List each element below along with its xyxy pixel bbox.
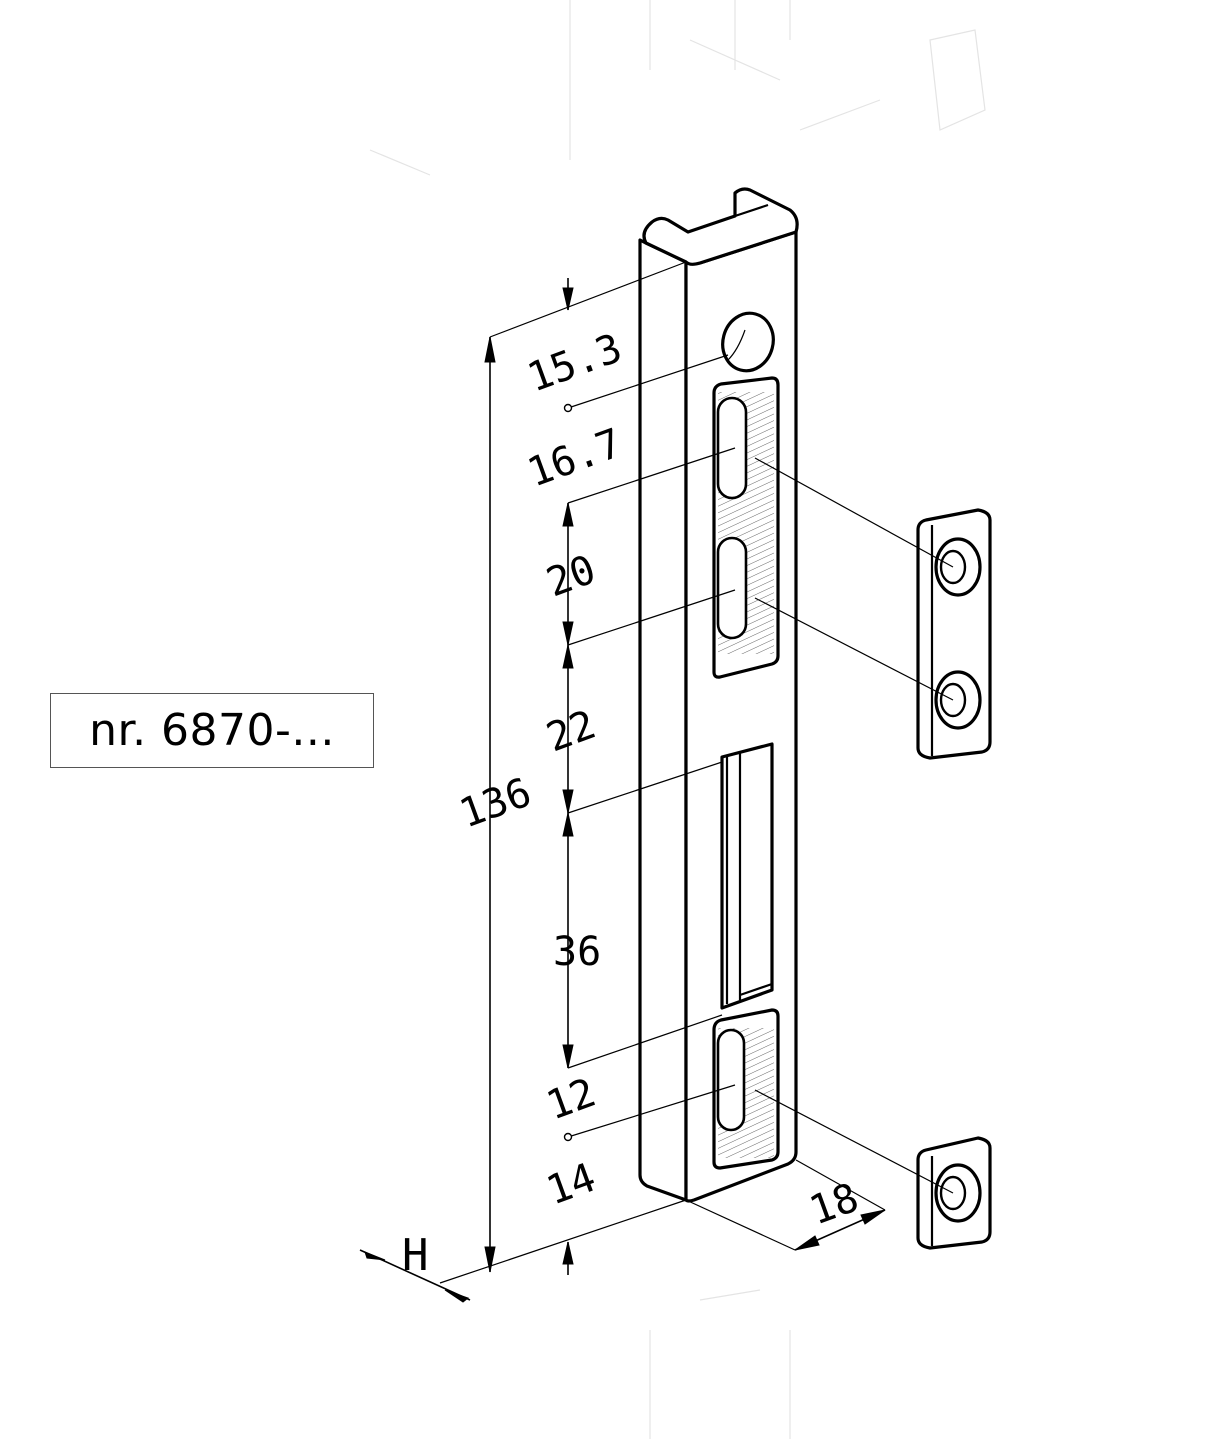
- dim-hole-to-slot: 16.7: [522, 420, 628, 496]
- dim-width: 14: [541, 1155, 602, 1215]
- dim-window-length: 36: [553, 929, 601, 975]
- single-screw-plate: [916, 1136, 992, 1250]
- lower-slot-pocket: [712, 1008, 780, 1170]
- dim-offset-h: H: [402, 1230, 429, 1281]
- dim-slot-pitch: 20: [541, 547, 602, 607]
- window-cutout: [720, 742, 774, 1010]
- part-number-label: nr. 6870-...: [50, 693, 374, 768]
- dim-bottom-slot: 12: [541, 1070, 602, 1130]
- dim-top-to-hole: 15.3: [522, 325, 628, 401]
- dim-slot-to-window: 22: [541, 702, 602, 762]
- part-number-text: nr. 6870-...: [89, 705, 335, 756]
- upper-slot-pocket: [712, 376, 780, 679]
- dim-depth: 18: [804, 1175, 865, 1235]
- dimension-lines: [359, 261, 886, 1303]
- double-screw-plate: [916, 508, 992, 760]
- assembly-leaders: [754, 457, 954, 1194]
- strike-plate-bar: [638, 187, 799, 1203]
- dim-total-height: 136: [454, 769, 538, 837]
- ghost-background-drawing: [369, 0, 986, 1439]
